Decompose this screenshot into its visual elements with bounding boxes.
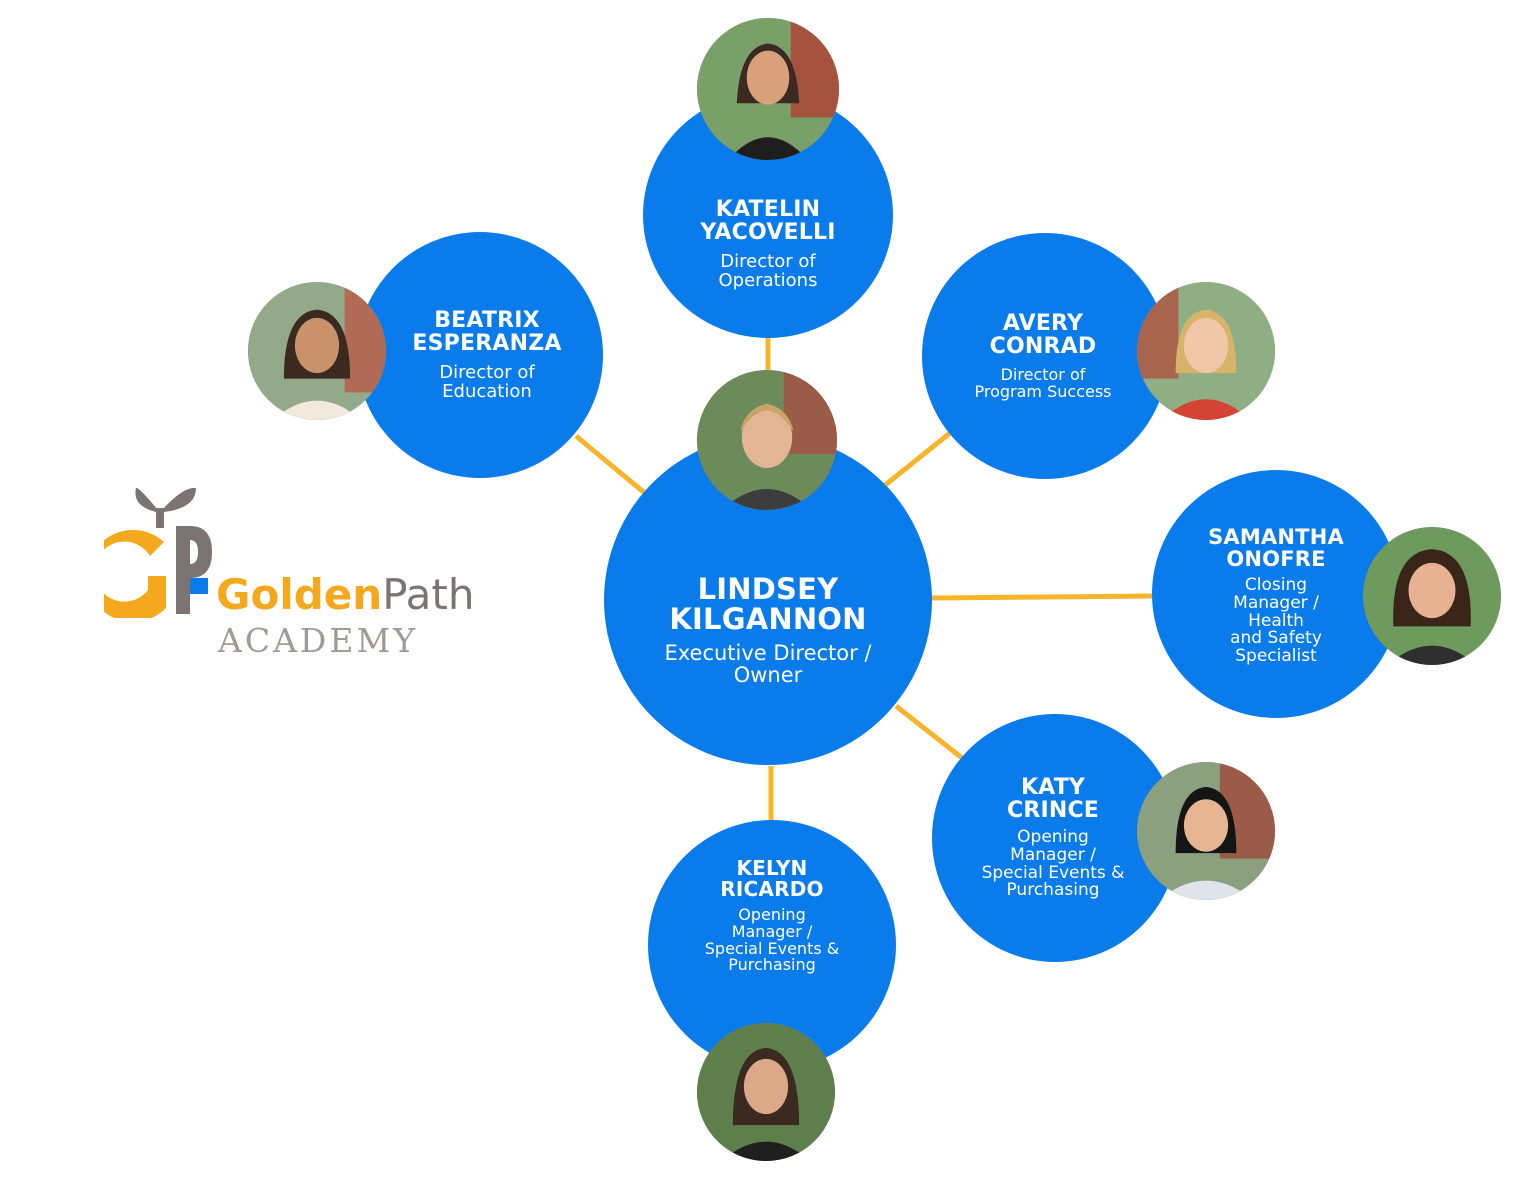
portrait-icon [1363, 527, 1501, 665]
portrait-icon [697, 18, 839, 160]
member-role: Closing Manager / Health and Safety Spec… [1230, 574, 1322, 667]
portrait-icon [697, 1023, 835, 1161]
brand-name-path: Path [382, 570, 475, 619]
sprout-letters-gp-icon [104, 487, 212, 618]
photo-kelyn-ricardo [697, 1023, 835, 1161]
brand-name: GoldenPath [216, 574, 474, 616]
member-role: Opening Manager / Special Events & Purch… [704, 904, 840, 975]
member-name: KATY CRINCE [1006, 774, 1100, 823]
member-name: SAMANTHA ONOFRE [1208, 524, 1344, 571]
member-name: AVERY CONRAD [989, 310, 1097, 359]
node-samantha-onofre: SAMANTHA ONOFRE Closing Manager / Health… [1152, 470, 1400, 718]
portrait-icon [1137, 282, 1275, 420]
brand-name-golden: Golden [216, 570, 383, 619]
portrait-icon [248, 282, 386, 420]
node-lindsey-kilgannon: LINDSEY KILGANNON Executive Director / O… [604, 435, 932, 765]
connector-samantha-onofre [931, 593, 1153, 601]
connector-beatrix-esperanza [574, 434, 648, 496]
node-beatrix-esperanza: BEATRIX ESPERANZA Director of Education [357, 232, 603, 478]
member-role: Director of Education [439, 361, 535, 402]
member-name: KELYN RICARDO [720, 855, 824, 901]
node-avery-conrad: AVERY CONRAD Director of Program Success [922, 233, 1168, 479]
portrait-icon [1137, 762, 1275, 900]
member-name: KATELIN YACOVELLI [700, 196, 836, 245]
photo-beatrix-esperanza [248, 282, 386, 420]
photo-katelin-yacovelli [697, 18, 839, 160]
member-role: Opening Manager / Special Events & Purch… [981, 826, 1125, 901]
member-role: Executive Director / Owner [664, 641, 872, 688]
member-name: BEATRIX ESPERANZA [412, 307, 562, 356]
member-name: LINDSEY KILGANNON [669, 571, 867, 636]
connector-katy-crince [894, 704, 964, 760]
connector-avery-conrad [882, 431, 952, 488]
photo-lindsey-kilgannon [697, 370, 837, 510]
photo-katy-crince [1137, 762, 1275, 900]
brand-subtitle: ACADEMY [218, 621, 419, 660]
member-role: Director of Operations [718, 250, 818, 291]
member-role: Director of Program Success [974, 364, 1112, 401]
golden-path-logo: GoldenPath ACADEMY [104, 482, 524, 662]
portrait-icon [697, 370, 837, 510]
photo-avery-conrad [1137, 282, 1275, 420]
photo-samantha-onofre [1363, 527, 1501, 665]
